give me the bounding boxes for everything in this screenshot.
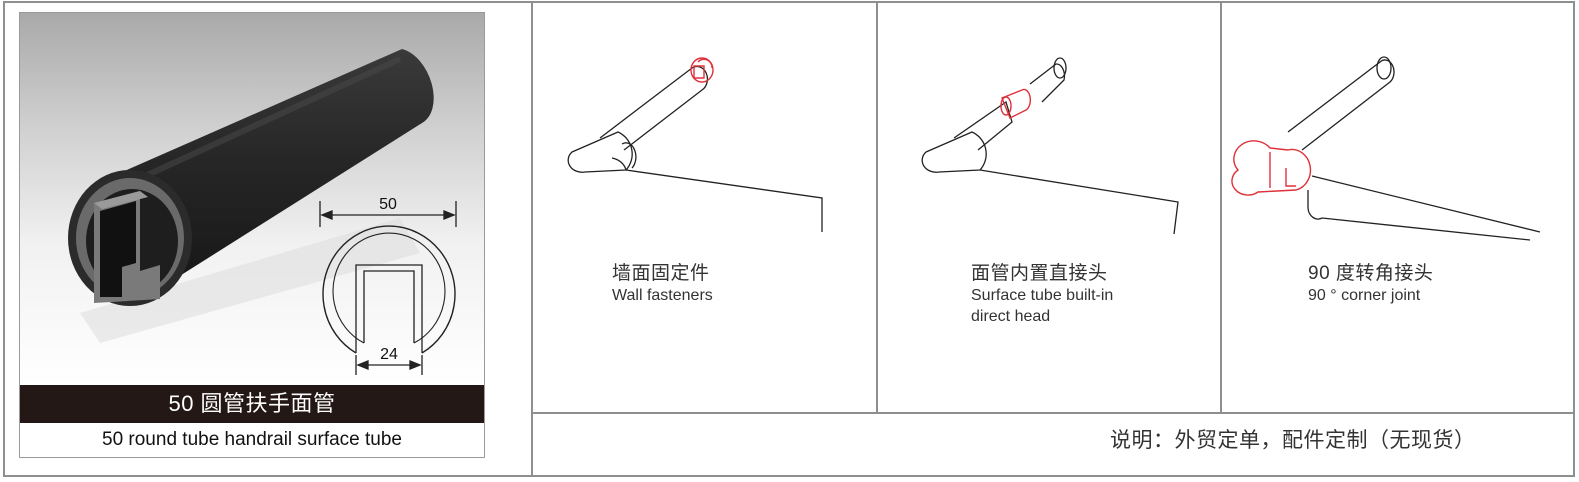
fitting-3-name-en: 90 ° corner joint: [1308, 287, 1421, 304]
dim-inner-label: 24: [380, 346, 398, 363]
tube-illustration: 50 24: [68, 49, 457, 375]
note-text: 说明：外贸定单，配件定制（无现货）: [1110, 429, 1476, 452]
fitting-2-name-en-line1: Surface tube built-in: [971, 287, 1114, 304]
dim-outer-label: 50: [379, 196, 397, 213]
divider-mid-2: [1220, 1, 1222, 414]
corner-joint-highlight: [1231, 140, 1312, 196]
product-title: 50 圆管扶手面管: [20, 385, 484, 423]
fitting-2-name-cn: 面管内置直接头: [971, 263, 1108, 284]
product-panel: 50 24 50 圆管扶手面管 50 round tube handrail s…: [19, 12, 485, 458]
divider-mid-1: [876, 1, 878, 414]
outer-frame: [3, 1, 1575, 477]
divider-note: [531, 412, 1575, 414]
fitting-1-name-cn: 墙面固定件: [612, 263, 710, 284]
corner-joint-drawing: [1231, 56, 1541, 241]
product-subtitle: 50 round tube handrail surface tube: [102, 429, 402, 450]
divider-left: [531, 1, 533, 477]
fitting-1-name-en: Wall fasteners: [612, 287, 713, 304]
fitting-2-name-en-line2: direct head: [971, 308, 1051, 325]
wall-fastener-drawing: [567, 57, 823, 232]
product-photo: 50 24: [20, 13, 484, 385]
direct-head-highlight: [1000, 88, 1032, 119]
fitting-3-name-cn: 90 度转角接头: [1308, 263, 1434, 284]
wall-fastener-highlight: [690, 57, 714, 83]
cross-section-drawing: [319, 201, 457, 375]
direct-head-drawing: [921, 57, 1179, 235]
